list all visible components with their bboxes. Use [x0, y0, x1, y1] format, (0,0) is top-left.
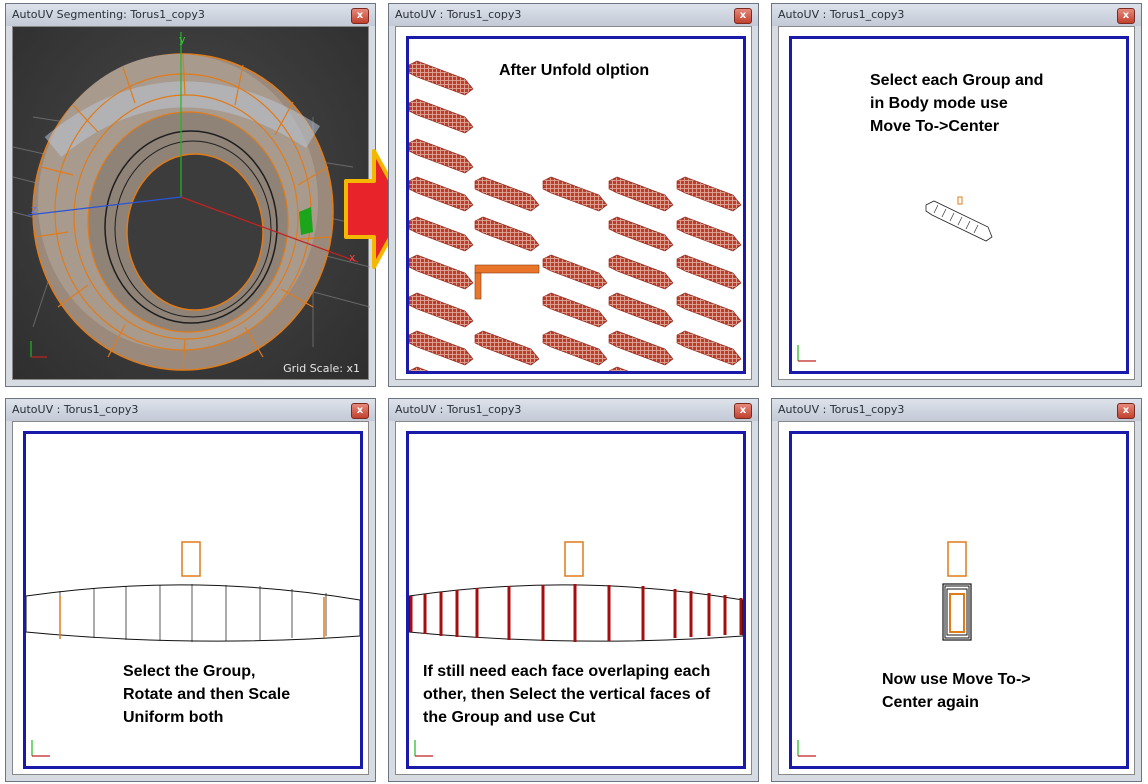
close-icon[interactable]: x	[351, 8, 369, 24]
radial-seams	[34, 53, 332, 371]
uv-window-rotate: AutoUV : Torus1_copy3 x	[5, 398, 376, 782]
window-title: AutoUV : Torus1_copy3	[395, 403, 522, 416]
title-bar[interactable]: AutoUV : Torus1_copy3 x	[389, 399, 758, 421]
step-caption: After Unfold olption	[499, 62, 650, 79]
segmenting-window: AutoUV Segmenting: Torus1_copy3 x	[5, 3, 376, 387]
close-icon[interactable]: x	[1117, 8, 1135, 24]
title-bar[interactable]: AutoUV : Torus1_copy3 x	[772, 4, 1141, 26]
axis-gizmo-icon	[31, 740, 50, 757]
title-bar[interactable]: AutoUV : Torus1_copy3 x	[389, 4, 758, 26]
title-bar[interactable]: AutoUV : Torus1_copy3 x	[6, 399, 375, 421]
axis-gizmo-icon	[414, 740, 433, 757]
window-title: AutoUV : Torus1_copy3	[778, 8, 905, 21]
step-caption: If still need each face overlaping each …	[423, 663, 711, 726]
uv-islands	[409, 60, 742, 371]
axis-gizmo-icon	[30, 341, 47, 358]
uv-frame: Now use Move To-> Center again	[789, 431, 1129, 769]
selected-face	[299, 207, 313, 235]
step-caption: Select the Group, Rotate and then Scale …	[123, 663, 291, 726]
close-icon[interactable]: x	[1117, 403, 1135, 419]
y-axis-label: y	[179, 33, 186, 46]
unfolded-strips	[409, 60, 742, 371]
uv-window-center: AutoUV : Torus1_copy3 x	[771, 3, 1142, 387]
z-axis-line	[27, 196, 182, 216]
title-bar[interactable]: AutoUV : Torus1_copy3 x	[772, 399, 1141, 421]
centered-group	[797, 196, 993, 362]
uv-frame: If still need each face overlaping each …	[406, 431, 746, 769]
uv-window-unfold: AutoUV : Torus1_copy3 x	[388, 3, 759, 387]
uv-frame: After Unfold olption	[406, 36, 746, 374]
close-icon[interactable]: x	[734, 403, 752, 419]
x-axis-label: x	[349, 251, 356, 264]
z-axis-label: z	[31, 203, 37, 216]
uv-viewport[interactable]: Select the Group, Rotate and then Scale …	[12, 421, 369, 775]
window-title: AutoUV : Torus1_copy3	[12, 403, 139, 416]
stacked-faces	[797, 541, 972, 757]
window-title: AutoUV Segmenting: Torus1_copy3	[12, 8, 205, 21]
torus-hole	[126, 153, 264, 311]
uv-viewport[interactable]: If still need each face overlaping each …	[395, 421, 752, 775]
cut-group	[409, 541, 743, 757]
step-caption: Now use Move To-> Center again	[882, 671, 1031, 711]
close-icon[interactable]: x	[734, 8, 752, 24]
uv-viewport[interactable]: After Unfold olption	[395, 26, 752, 380]
uv-frame: Select each Group and in Body mode use M…	[789, 36, 1129, 374]
axis-gizmo-icon	[797, 345, 816, 362]
uv-viewport[interactable]: Select each Group and in Body mode use M…	[778, 26, 1135, 380]
end-cap-group	[474, 264, 540, 300]
uv-frame: Select the Group, Rotate and then Scale …	[23, 431, 363, 769]
3d-viewport[interactable]: y z x Grid Scale: x1	[12, 26, 370, 380]
grid-scale-label: Grid Scale: x1	[283, 362, 360, 375]
window-title: AutoUV : Torus1_copy3	[395, 8, 522, 21]
scaled-group	[26, 541, 360, 757]
axis-gizmo-icon	[797, 740, 816, 757]
torus-render: y z x	[13, 32, 370, 371]
uv-window-cut: AutoUV : Torus1_copy3 x	[388, 398, 759, 782]
uv-viewport[interactable]: Now use Move To-> Center again	[778, 421, 1135, 775]
title-bar[interactable]: AutoUV Segmenting: Torus1_copy3 x	[6, 4, 375, 26]
window-title: AutoUV : Torus1_copy3	[778, 403, 905, 416]
x-axis-line	[180, 196, 359, 263]
step-caption: Select each Group and in Body mode use M…	[870, 72, 1044, 135]
close-icon[interactable]: x	[351, 403, 369, 419]
uv-window-center-again: AutoUV : Torus1_copy3 x Now use Move To-…	[771, 398, 1142, 782]
